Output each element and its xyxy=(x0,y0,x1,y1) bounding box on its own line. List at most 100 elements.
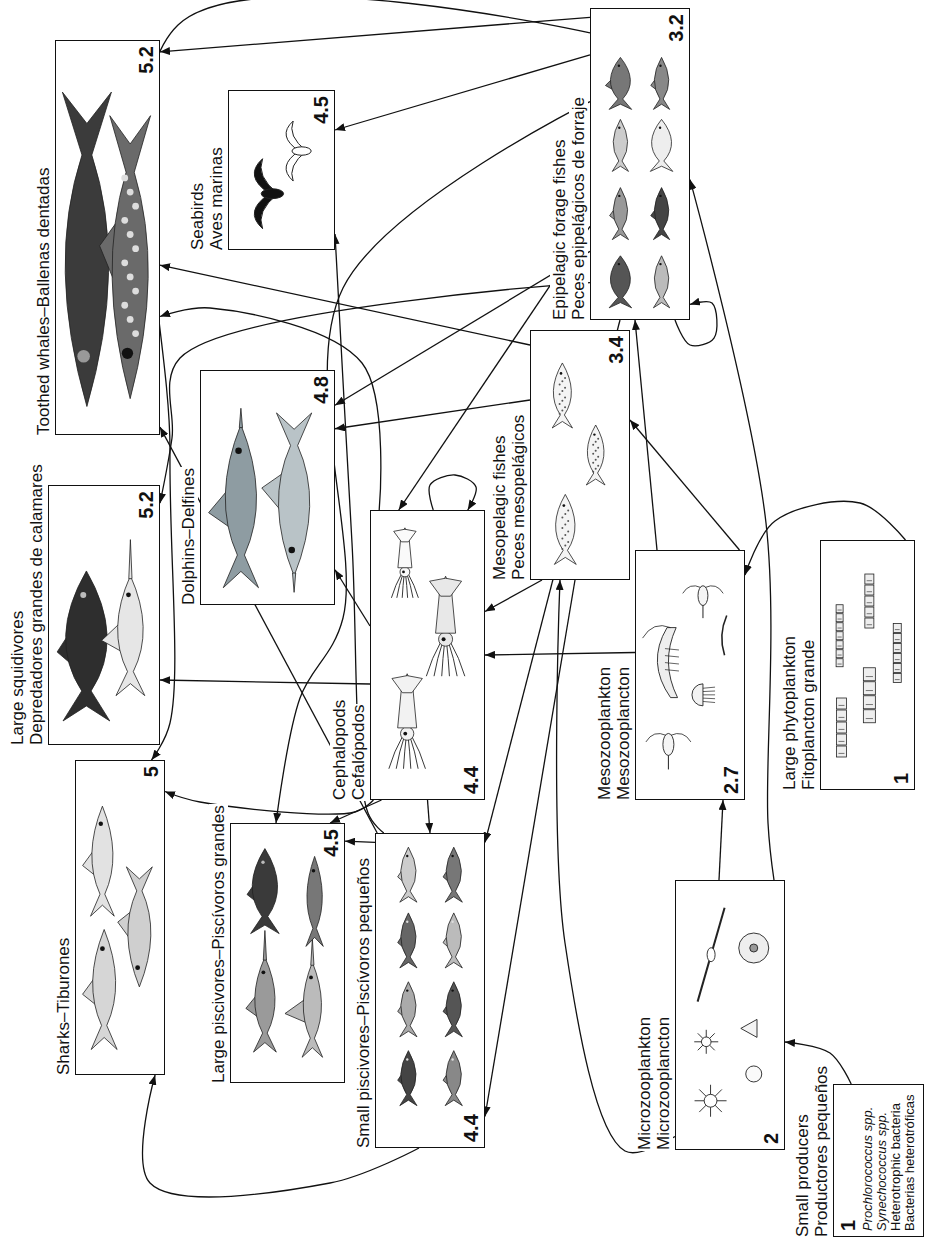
spot-drawing xyxy=(561,548,563,550)
body-drawing xyxy=(91,929,117,1049)
body-drawing xyxy=(653,188,669,240)
spine-drawing xyxy=(694,1041,706,1042)
feeding-link xyxy=(335,400,530,429)
group-label: Cephalopods xyxy=(330,699,349,801)
fish-drawing xyxy=(651,57,670,109)
body-drawing xyxy=(251,849,280,934)
bird-drawing xyxy=(286,121,311,181)
eye-drawing xyxy=(451,855,453,857)
eye-drawing xyxy=(560,372,563,375)
label-group: MicrozooplanktonMicrozooplancton xyxy=(635,1016,673,1151)
eye-drawing xyxy=(99,822,103,826)
trophic-level: 3.2 xyxy=(665,12,687,44)
diatom-cell-drawing xyxy=(836,746,846,757)
eye-drawing xyxy=(442,637,446,641)
spot-drawing xyxy=(121,217,128,224)
fish-drawing xyxy=(605,57,631,109)
group-label: Sharks–Tiburones xyxy=(54,937,73,1076)
spot-drawing xyxy=(564,545,566,547)
cell-mark-drawing xyxy=(895,649,900,650)
cell-mark-drawing xyxy=(895,659,900,660)
cell-mark-drawing xyxy=(867,580,872,581)
cell-drawing xyxy=(746,1066,762,1082)
fin-drawing xyxy=(398,1072,404,1086)
spot-drawing xyxy=(597,447,599,449)
fin-drawing xyxy=(83,848,97,877)
leg-drawing xyxy=(665,663,679,664)
trophic-level: 4.8 xyxy=(310,374,332,406)
eye-drawing xyxy=(406,1058,408,1060)
cell-drawing xyxy=(701,1037,711,1047)
trophic-level: 2 xyxy=(760,1131,782,1146)
group-label: Depredadores grandes de calamares xyxy=(27,463,46,746)
label-group: Mesopelagic fishesPeces mesopelágicos xyxy=(490,414,528,581)
trophic-level: 5 xyxy=(140,764,162,779)
organism-name: Synechococcus spp. xyxy=(875,1094,889,1231)
body-drawing xyxy=(63,571,110,721)
antenna-drawing xyxy=(670,733,691,741)
body-drawing xyxy=(609,256,631,308)
organism-illustration xyxy=(376,834,484,1147)
bill-drawing xyxy=(311,939,314,966)
organism-name: Prochlorococcus spp. xyxy=(861,1094,875,1231)
label-group: SeabirdsAves marinas xyxy=(188,146,226,251)
wing-drawing xyxy=(286,121,306,181)
fin-drawing xyxy=(394,529,416,542)
food-web-box: MesozooplanktonMesozooplancton2.7 xyxy=(635,550,745,800)
number-holder: 4.8 xyxy=(310,374,332,406)
label-group: Small producersProductores pequeños xyxy=(793,1065,831,1238)
bill-drawing xyxy=(293,573,296,592)
fish-drawing xyxy=(285,939,323,1058)
diatom-cell-drawing xyxy=(863,668,875,681)
bill-drawing xyxy=(129,540,132,579)
organism-name: Heterotrophic bacteria xyxy=(889,1094,903,1231)
label-group: Sharks–Tiburones xyxy=(54,937,73,1076)
cell-mark-drawing xyxy=(895,629,900,630)
label-group: Epipelagic forage fishesPeces epipelágic… xyxy=(550,96,588,321)
food-web-box: SeabirdsAves marinas4.5 xyxy=(228,90,335,250)
spine-drawing xyxy=(710,1101,711,1117)
feeding-link xyxy=(335,570,370,626)
trophic-level: 1 xyxy=(890,771,912,786)
cell-mark-drawing xyxy=(838,637,842,638)
number-holder: 4.5 xyxy=(320,827,342,859)
spot-drawing xyxy=(592,444,594,446)
cell-mark-drawing xyxy=(895,639,900,640)
fish-drawing xyxy=(62,92,111,406)
bill-drawing xyxy=(263,931,266,961)
group-label: Large piscivores–Piscívoros grandes xyxy=(209,804,228,1084)
eye-drawing xyxy=(77,350,90,363)
spot-drawing xyxy=(127,189,134,196)
group-label: Dolphins–Delfines xyxy=(179,467,198,606)
number-holder: 2.7 xyxy=(720,764,742,796)
fish-drawing xyxy=(552,363,572,428)
diatom-cell-drawing xyxy=(863,682,875,695)
feeding-link xyxy=(485,580,542,612)
spot-drawing xyxy=(121,175,128,182)
body-drawing xyxy=(698,586,708,606)
cell-drawing xyxy=(707,948,715,962)
number-holder: 5.2 xyxy=(135,44,157,76)
diatom-cell-drawing xyxy=(836,641,843,649)
feeding-link xyxy=(485,653,635,656)
eye-drawing xyxy=(402,571,405,574)
body-drawing xyxy=(552,363,572,428)
spot-drawing xyxy=(561,409,563,411)
tail-drawing xyxy=(702,605,703,619)
arm-drawing xyxy=(408,735,411,768)
label-group: Dolphins–Delfines xyxy=(179,467,198,606)
food-web-box: Large phytoplanktonFitoplancton grande1 xyxy=(820,540,915,790)
body-drawing xyxy=(663,733,674,755)
bell-drawing xyxy=(692,684,703,706)
group-label: Seabirds xyxy=(188,182,207,251)
fish-drawing xyxy=(612,119,628,171)
group-label: Mesozooplancton xyxy=(614,666,633,801)
feeding-link xyxy=(630,420,740,550)
diatom-cell-drawing xyxy=(836,722,846,733)
trophic-level: 2.7 xyxy=(720,764,742,796)
fish-drawing xyxy=(398,982,417,1037)
organism-illustration xyxy=(531,331,629,579)
fish-drawing xyxy=(100,116,151,399)
diatom-cell-drawing xyxy=(836,698,846,709)
tentacle-drawing xyxy=(703,694,715,695)
